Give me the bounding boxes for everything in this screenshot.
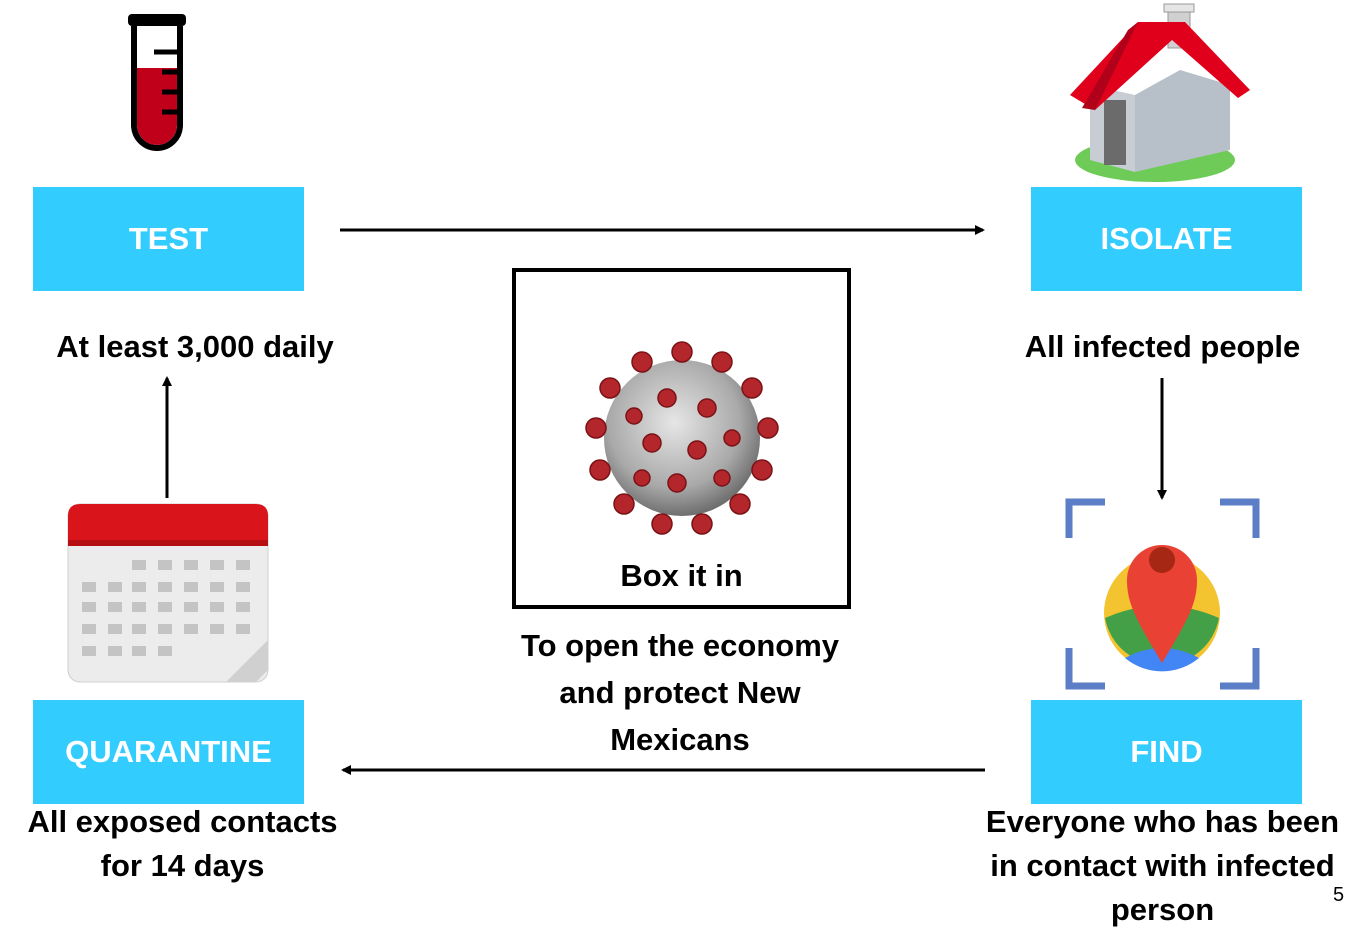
find-step-box: FIND — [1031, 700, 1302, 804]
house-icon — [1070, 3, 1250, 182]
test-caption-text: At least 3,000 daily — [56, 329, 334, 364]
find-label: FIND — [1130, 734, 1203, 769]
goal-line: To open the economy — [520, 628, 840, 663]
isolate-caption: All infected people — [985, 325, 1340, 369]
map-pin-icon — [1065, 498, 1260, 690]
quarantine-caption: All exposed contacts for 14 days — [0, 800, 365, 888]
isolate-label: ISOLATE — [1100, 221, 1233, 256]
quarantine-caption-line: All exposed contacts — [27, 804, 338, 839]
box-label: Box it in — [512, 554, 851, 598]
quarantine-caption-line: for 14 days — [100, 848, 265, 883]
center-box — [512, 268, 851, 609]
calendar-icon — [67, 503, 269, 683]
goal-text: To open the economy and protect New Mexi… — [470, 622, 890, 763]
virus-icon — [585, 341, 779, 535]
find-caption: Everyone who has been in contact with in… — [960, 800, 1363, 932]
isolate-step-box: ISOLATE — [1031, 187, 1302, 291]
test-label: TEST — [128, 221, 209, 256]
quarantine-label: QUARANTINE — [65, 734, 272, 769]
test-tube-icon — [128, 14, 186, 151]
isolate-caption-text: All infected people — [1024, 329, 1301, 364]
test-caption: At least 3,000 daily — [10, 325, 380, 369]
find-caption-line: Everyone who has been — [985, 804, 1340, 839]
goal-line: and protect New — [559, 675, 801, 710]
quarantine-step-box: QUARANTINE — [33, 700, 304, 804]
box-label-text: Box it in — [620, 558, 743, 593]
goal-line: Mexicans — [610, 722, 750, 757]
test-step-box: TEST — [33, 187, 304, 291]
slide-number: 5 — [1333, 884, 1345, 906]
find-caption-line: in contact with infected — [990, 848, 1335, 883]
find-caption-line: person — [1110, 892, 1215, 927]
